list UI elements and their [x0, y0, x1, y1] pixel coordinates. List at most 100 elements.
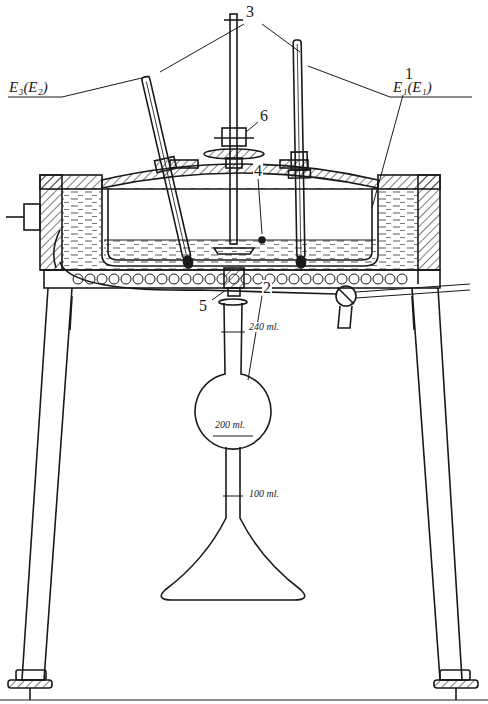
- coil-winding: [145, 274, 155, 284]
- central-stirrer: [226, 158, 242, 168]
- coil-winding: [133, 274, 143, 284]
- inner-vessel: [108, 189, 372, 260]
- electric-connector: [6, 204, 60, 268]
- graduation-mark: 100 ml.: [248, 489, 280, 499]
- measuring-flask: [161, 447, 304, 600]
- coil-winding: [157, 274, 167, 284]
- coil-winding: [97, 274, 107, 284]
- central-stirrer: [230, 14, 237, 244]
- central-stirrer: [214, 248, 254, 254]
- outer-bath: [378, 175, 440, 189]
- stopcock: [60, 262, 336, 294]
- leveling-foot: [0, 700, 488, 701]
- coil-winding: [277, 274, 287, 284]
- graduation-mark: 200 ml.: [214, 420, 246, 430]
- graduation-mark: 240 ml.: [248, 322, 280, 332]
- thermometer: [154, 156, 176, 172]
- callout-number: 2: [262, 280, 272, 296]
- leader-line: [262, 24, 300, 52]
- stopcock: [338, 288, 354, 304]
- leader-line: [160, 24, 244, 72]
- measuring-flask: [161, 299, 304, 600]
- thermometer-label: E₃(E₂): [8, 80, 49, 95]
- stirrer-drive: [228, 288, 240, 296]
- stand-leg: [22, 288, 462, 680]
- leader-line: [62, 76, 150, 97]
- leader-line: [308, 66, 390, 97]
- coil-winding: [205, 274, 215, 284]
- coil-winding: [109, 274, 119, 284]
- leader-line: [248, 296, 262, 380]
- electric-connector: [6, 216, 24, 218]
- thermometer-label: E₁(E₁): [392, 80, 433, 95]
- coil-winding: [121, 274, 131, 284]
- thermometer: [136, 75, 200, 270]
- inner-vessel: [104, 240, 376, 241]
- measuring-flask: [213, 436, 253, 437]
- stopcock: [336, 286, 356, 306]
- leader-line: [258, 178, 262, 234]
- leader-line: [8, 97, 62, 98]
- thermometer: [291, 152, 307, 170]
- outer-bath: [40, 175, 102, 189]
- stopcock: [356, 284, 470, 298]
- central-stirrer: [204, 14, 265, 254]
- thermometer: [182, 255, 193, 269]
- coil-winding: [337, 274, 347, 284]
- lid: [102, 160, 378, 188]
- leader-line: [372, 84, 406, 208]
- stand-leg: [412, 288, 462, 680]
- coil-winding: [325, 274, 335, 284]
- coil-winding: [385, 274, 395, 284]
- callout-number: 1: [404, 66, 414, 82]
- inner-vessel: [102, 189, 378, 266]
- central-stirrer: [222, 128, 246, 146]
- inner-vessel: [102, 189, 378, 266]
- thermometer: [288, 170, 310, 178]
- leader-line: [8, 24, 472, 380]
- thermometer: [141, 76, 191, 259]
- outer-bath: [62, 188, 418, 270]
- callout-number: 4: [253, 163, 263, 179]
- coil-winding: [181, 274, 191, 284]
- coil-winding: [289, 274, 299, 284]
- stirrer-drive: [224, 268, 244, 296]
- coil-winding: [349, 274, 359, 284]
- electric-connector: [24, 204, 40, 230]
- stopcock: [417, 270, 419, 284]
- electric-connector: [54, 230, 60, 268]
- thermometer: [296, 256, 305, 268]
- callout-number: 3: [245, 4, 255, 20]
- coil-winding: [361, 274, 371, 284]
- coil-winding: [373, 274, 383, 284]
- stirrer-drive: [224, 268, 244, 288]
- leveling-foot: [8, 680, 52, 688]
- measuring-flask: [219, 299, 247, 305]
- leveling-foot: [455, 688, 457, 700]
- coil-winding: [169, 274, 179, 284]
- leveling-foot: [434, 680, 478, 688]
- leveling-foot: [29, 688, 31, 700]
- leader-line: [246, 122, 258, 132]
- central-stirrer: [224, 19, 243, 21]
- coil-winding: [193, 274, 203, 284]
- leader-line: [212, 290, 226, 300]
- measuring-flask: [221, 332, 245, 333]
- leveling-foot: [440, 670, 470, 680]
- thermometer: [297, 44, 301, 254]
- coil-winding: [397, 274, 407, 284]
- callout-number: 5: [198, 298, 208, 314]
- calorimeter-illustration: [0, 14, 488, 700]
- thermometer: [293, 40, 305, 258]
- leveling-foot: [0, 670, 488, 700]
- thermometer: [146, 82, 186, 254]
- coil-winding: [301, 274, 311, 284]
- thermometer: [286, 40, 312, 268]
- stopcock: [338, 306, 352, 328]
- callout-number: 6: [259, 108, 269, 124]
- stand-leg: [22, 288, 72, 680]
- outer-bath: [40, 175, 440, 270]
- central-stirrer: [214, 137, 254, 139]
